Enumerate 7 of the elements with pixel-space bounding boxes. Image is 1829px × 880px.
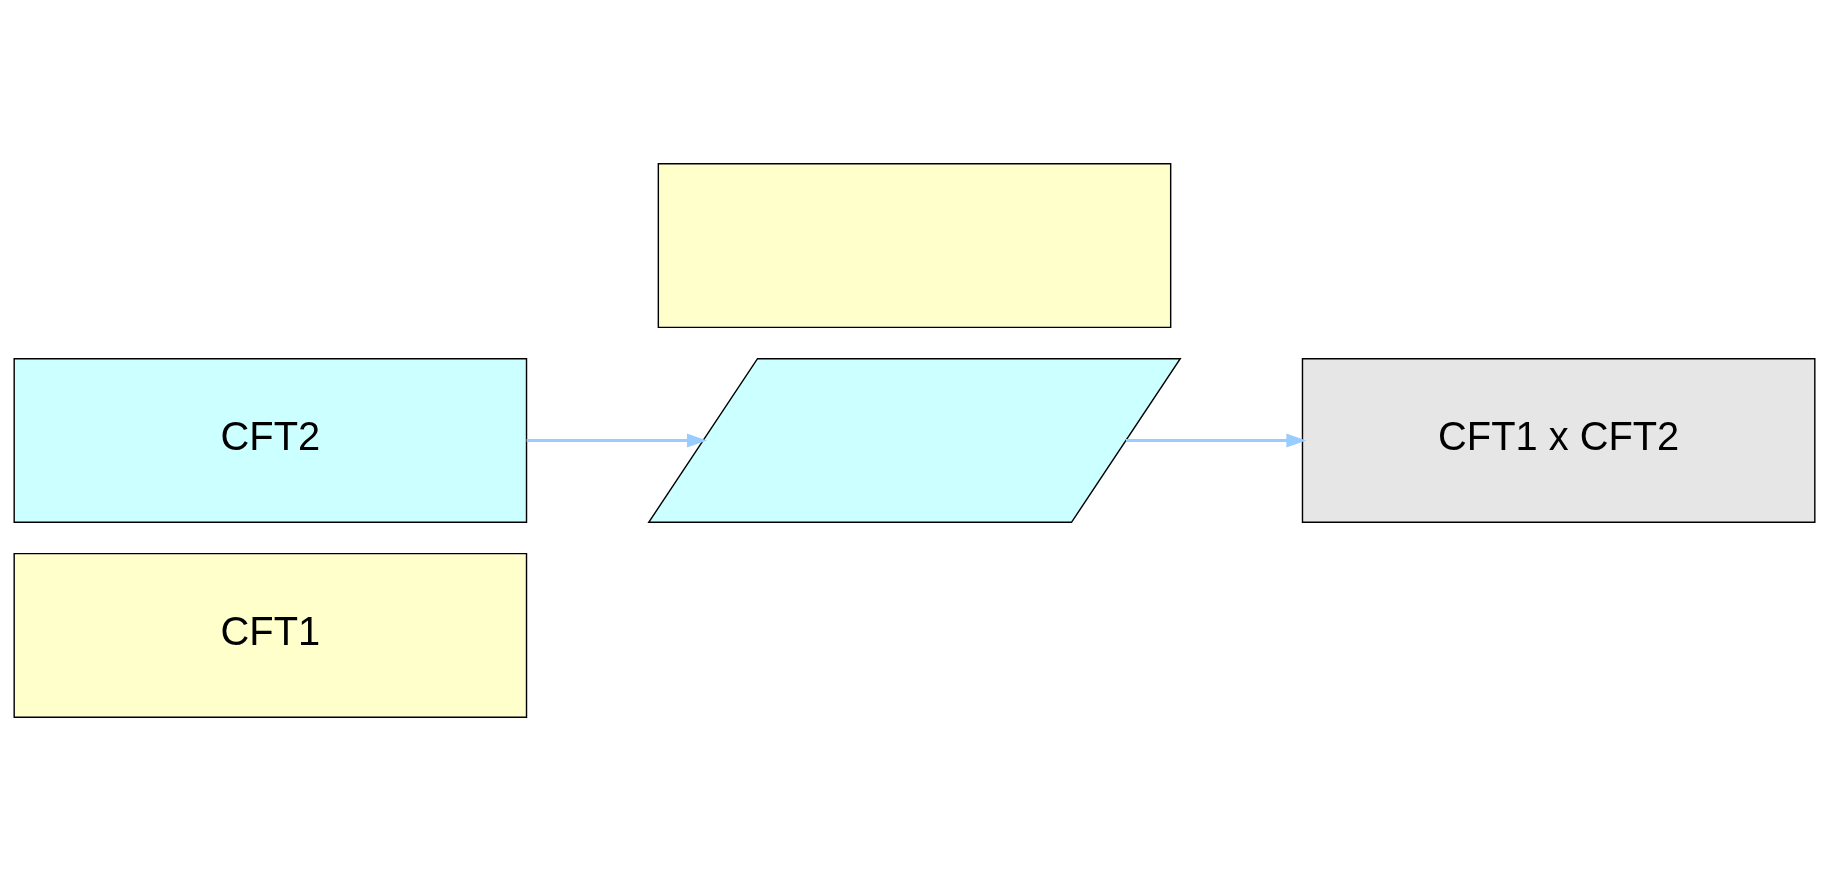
node-box: CFT1 bbox=[13, 552, 528, 718]
arrow bbox=[1125, 433, 1307, 447]
node-box: CFT2 bbox=[13, 357, 528, 523]
node-box: CFT1 x CFT2 bbox=[1301, 357, 1816, 523]
node-box bbox=[657, 162, 1172, 328]
arrow bbox=[526, 433, 707, 447]
node-parallelogram bbox=[647, 357, 1182, 523]
